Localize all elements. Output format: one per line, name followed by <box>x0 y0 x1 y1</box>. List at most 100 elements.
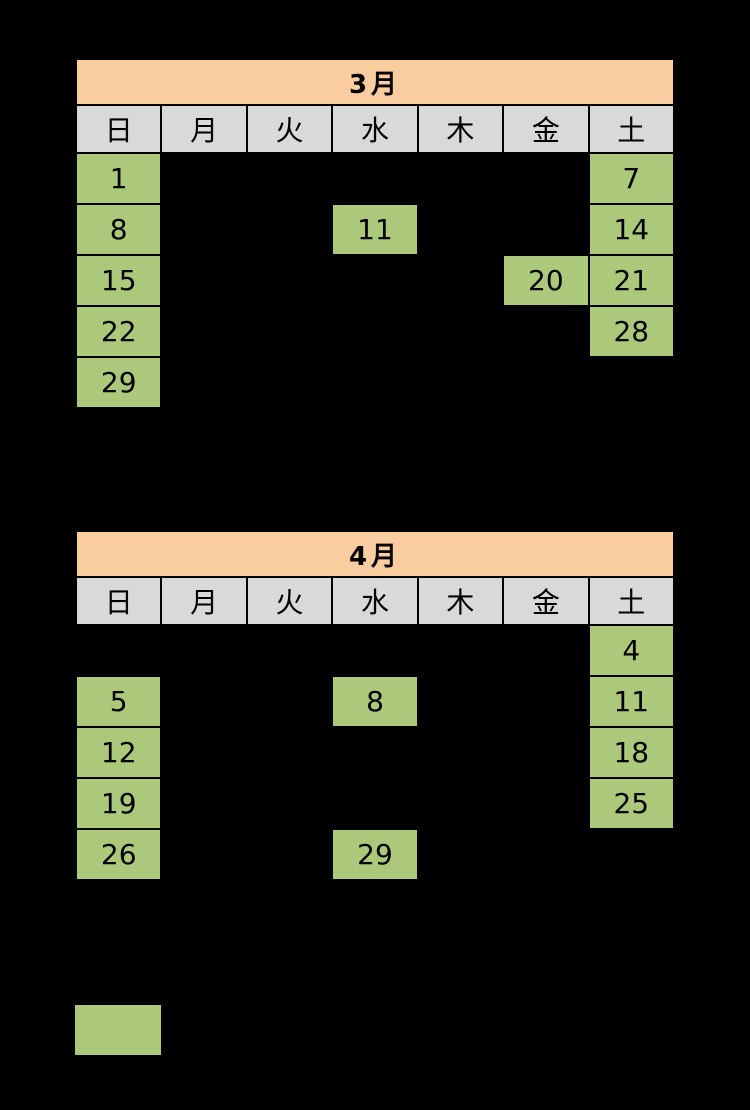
weekday-header: 月 <box>160 576 248 626</box>
calendar-week-row: 22 28 <box>74 305 676 358</box>
empty-cell <box>74 624 163 677</box>
empty-cell <box>416 675 505 728</box>
calendar-week-row: 29 <box>74 356 676 409</box>
empty-cell <box>416 356 505 409</box>
empty-cell <box>160 305 248 358</box>
empty-cell <box>502 777 590 830</box>
empty-cell <box>331 624 419 677</box>
calendar-title: 3月 <box>75 58 675 106</box>
calendar-week-row: 12 18 <box>74 726 676 779</box>
calendar-week-row: 5 8 11 <box>74 675 676 728</box>
empty-cell <box>160 254 248 307</box>
empty-cell <box>245 726 334 779</box>
empty-cell <box>416 203 505 256</box>
date-cell: 25 <box>587 777 676 830</box>
weekday-header: 土 <box>587 104 676 154</box>
empty-cell <box>245 203 334 256</box>
empty-cell <box>245 305 334 358</box>
empty-cell <box>416 828 505 881</box>
empty-cell <box>245 828 334 881</box>
empty-cell <box>160 675 248 728</box>
date-cell: 22 <box>74 305 163 358</box>
date-cell: 15 <box>74 254 163 307</box>
date-cell: 14 <box>587 203 676 256</box>
empty-cell <box>245 356 334 409</box>
weekday-header: 金 <box>502 576 590 626</box>
date-cell: 11 <box>587 675 676 728</box>
empty-cell <box>502 624 590 677</box>
empty-cell <box>245 675 334 728</box>
date-cell: 18 <box>587 726 676 779</box>
date-cell: 5 <box>74 675 163 728</box>
empty-cell <box>416 305 505 358</box>
empty-cell <box>416 777 505 830</box>
empty-cell <box>587 828 676 881</box>
weekday-header: 日 <box>74 104 163 154</box>
empty-cell <box>245 624 334 677</box>
empty-cell <box>331 356 419 409</box>
legend-swatch <box>75 1005 161 1055</box>
weekday-header: 火 <box>245 104 334 154</box>
weekday-header: 火 <box>245 576 334 626</box>
empty-cell <box>416 726 505 779</box>
empty-cell <box>416 152 505 205</box>
date-cell: 1 <box>74 152 163 205</box>
date-cell: 20 <box>502 254 590 307</box>
empty-cell <box>160 203 248 256</box>
empty-cell <box>502 828 590 881</box>
weekday-header: 金 <box>502 104 590 154</box>
weekday-header: 土 <box>587 576 676 626</box>
empty-cell <box>587 356 676 409</box>
date-cell: 4 <box>587 624 676 677</box>
empty-cell <box>160 828 248 881</box>
weekday-header: 月 <box>160 104 248 154</box>
empty-cell <box>245 152 334 205</box>
empty-cell <box>331 152 419 205</box>
empty-cell <box>160 624 248 677</box>
date-cell: 29 <box>74 356 163 409</box>
empty-cell <box>502 675 590 728</box>
empty-cell <box>416 254 505 307</box>
calendar-week-row: 26 29 <box>74 828 676 881</box>
empty-cell <box>416 624 505 677</box>
empty-cell <box>245 254 334 307</box>
legend <box>75 1005 173 1055</box>
date-cell: 29 <box>331 828 419 881</box>
weekday-header: 木 <box>416 104 505 154</box>
empty-cell <box>502 726 590 779</box>
empty-cell <box>331 726 419 779</box>
weekday-header: 木 <box>416 576 505 626</box>
date-cell: 7 <box>587 152 676 205</box>
empty-cell <box>502 356 590 409</box>
weekday-header: 水 <box>331 104 419 154</box>
calendar-title: 4月 <box>75 530 675 578</box>
empty-cell <box>331 777 419 830</box>
empty-cell <box>502 305 590 358</box>
empty-cell <box>160 726 248 779</box>
empty-cell <box>160 777 248 830</box>
weekday-header: 水 <box>331 576 419 626</box>
empty-cell <box>245 777 334 830</box>
date-cell: 8 <box>331 675 419 728</box>
empty-cell <box>502 203 590 256</box>
date-cell: 12 <box>74 726 163 779</box>
empty-cell <box>160 356 248 409</box>
date-cell: 21 <box>587 254 676 307</box>
empty-cell <box>331 254 419 307</box>
empty-cell <box>502 152 590 205</box>
date-cell: 26 <box>74 828 163 881</box>
weekday-header: 日 <box>74 576 163 626</box>
date-cell: 28 <box>587 305 676 358</box>
date-cell: 19 <box>74 777 163 830</box>
empty-cell <box>331 305 419 358</box>
empty-cell <box>160 152 248 205</box>
date-cell: 11 <box>331 203 419 256</box>
